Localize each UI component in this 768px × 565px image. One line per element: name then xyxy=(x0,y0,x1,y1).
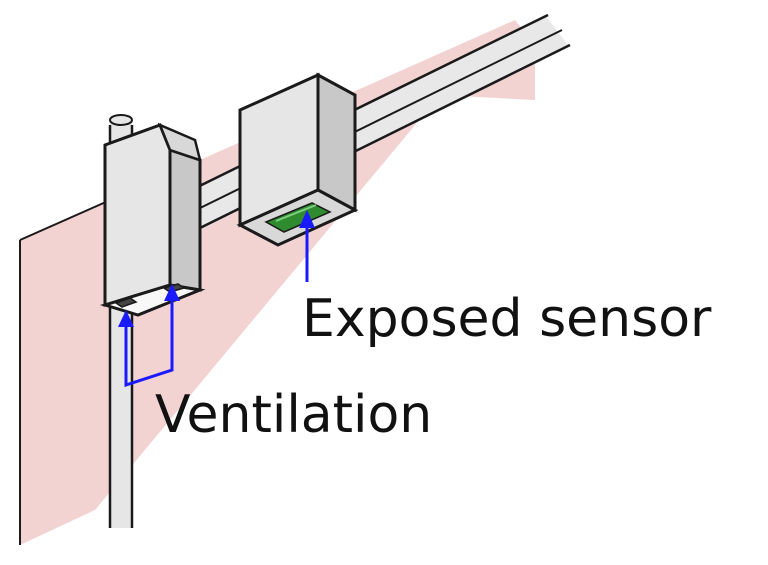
ventilation-arrows xyxy=(118,284,180,388)
mounting-rail xyxy=(174,13,571,230)
ventilation-label: Ventilation xyxy=(155,385,432,445)
wall-plane xyxy=(20,20,535,545)
ventilated-sensor-housing xyxy=(99,122,206,317)
exposed-sensor-label: Exposed sensor xyxy=(302,289,712,349)
vent-opening-left xyxy=(114,297,138,308)
exposed-sensor-arrow xyxy=(299,210,315,282)
vent-opening-right xyxy=(162,283,186,293)
exposed-sensor-housing xyxy=(236,72,359,247)
exposed-sensor-element xyxy=(264,202,332,233)
